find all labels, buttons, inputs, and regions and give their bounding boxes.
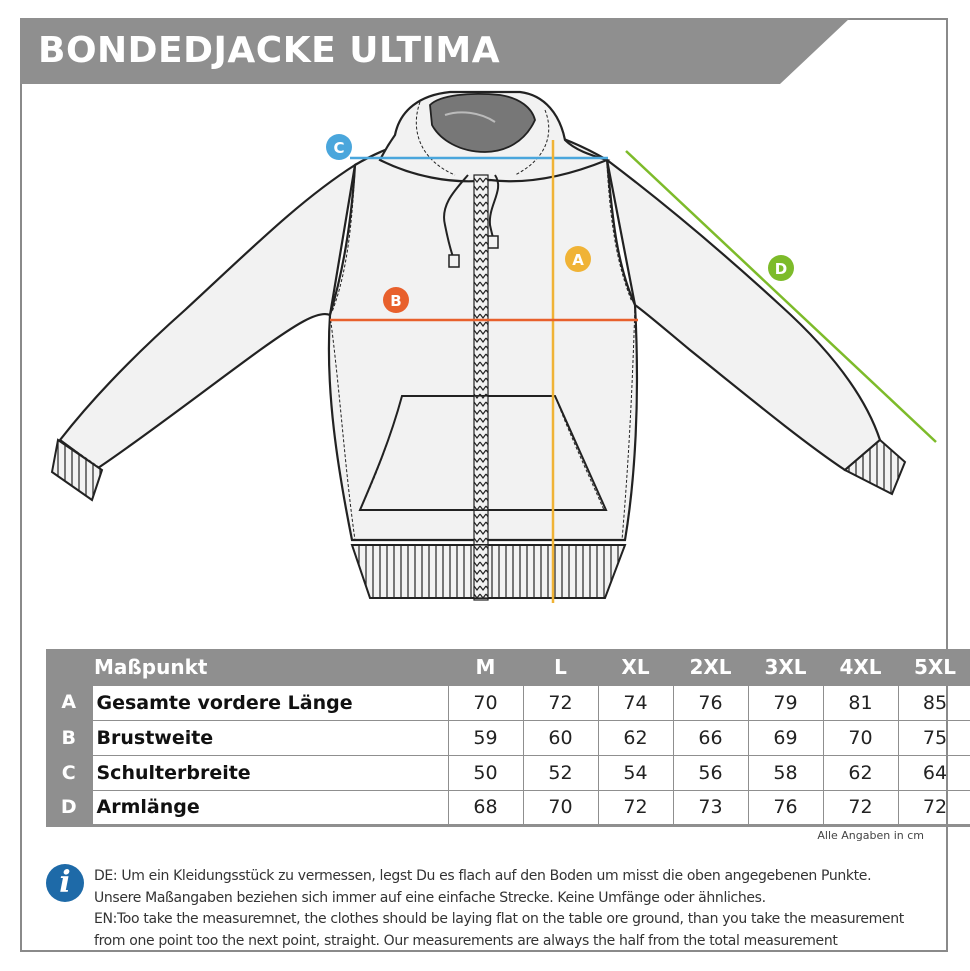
table-cell: 72 (897, 789, 970, 827)
table-cell: 81 (822, 684, 899, 721)
title-banner: BONDEDJACKE ULTIMA (20, 18, 850, 84)
table-cell: 76 (672, 684, 749, 721)
row-name: Schulterbreite (91, 754, 449, 791)
table-cell: 54 (597, 754, 674, 791)
instruction-line: EN:Too take the measuremnet, the clothes… (94, 911, 904, 927)
table-cell: 62 (822, 754, 899, 791)
table-cell: 50 (447, 754, 524, 791)
row-name: Armlänge (91, 789, 449, 827)
table-cell: 72 (597, 789, 674, 827)
table-cell: 52 (522, 754, 599, 791)
header-measure-point: Maßpunkt (46, 649, 448, 685)
table-cell: 62 (597, 719, 674, 756)
measure-marker-c: C (326, 134, 352, 160)
table-cell: 74 (597, 684, 674, 721)
table-cell: 68 (447, 789, 524, 827)
instruction-line: from one point too the next point, strai… (94, 932, 838, 949)
table-cell: 73 (672, 789, 749, 827)
header-size: 3XL (748, 649, 823, 685)
drawstring-left (443, 174, 469, 263)
header-size: L (523, 649, 598, 685)
table-cell: 59 (447, 719, 524, 756)
right-sleeve (605, 157, 882, 472)
right-cuff (843, 438, 907, 496)
table-cell: 60 (522, 719, 599, 756)
left-sleeve (58, 162, 357, 470)
row-name: Brustweite (91, 719, 449, 756)
table-cell: 64 (897, 754, 970, 791)
table-cell: 70 (447, 684, 524, 721)
table-cell: 75 (897, 719, 970, 756)
hood-lining (429, 92, 536, 153)
header-size: XL (598, 649, 673, 685)
table-row: D Armlänge 68 70 72 73 76 72 72 (46, 789, 970, 827)
title-banner-shape (20, 18, 850, 84)
header-size: 2XL (673, 649, 748, 685)
table-cell: 72 (522, 684, 599, 721)
svg-text:C: C (333, 139, 344, 157)
table-cell: 58 (747, 754, 824, 791)
row-letter: B (46, 720, 92, 756)
table-cell: 66 (672, 719, 749, 756)
measure-marker-d: D (768, 255, 794, 281)
page-title: BONDEDJACKE ULTIMA (38, 30, 501, 71)
header-size: 5XL (898, 649, 970, 685)
svg-text:A: A (572, 251, 584, 269)
svg-text:B: B (390, 292, 401, 310)
jacket-illustration: C A B D (50, 90, 937, 603)
instruction-line: Unsere Maßangaben beziehen sich immer au… (94, 889, 766, 906)
instruction-line: DE: Um ein Kleidungsstück zu vermessen, … (94, 868, 872, 884)
measure-marker-a: A (565, 246, 591, 272)
table-cell: 70 (522, 789, 599, 827)
unit-note: Alle Angaben in cm (817, 829, 924, 842)
info-icon: i (46, 864, 84, 902)
table-cell: 70 (822, 719, 899, 756)
row-letter: D (46, 790, 92, 827)
measurement-instructions: DE: Um ein Kleidungsstück zu vermessen, … (94, 866, 934, 952)
table-row: A Gesamte vordere Länge 70 72 74 76 79 8… (46, 684, 970, 721)
zipper (473, 174, 489, 601)
table-cell: 79 (747, 684, 824, 721)
table-cell: 56 (672, 754, 749, 791)
table-cell: 76 (747, 789, 824, 827)
row-letter: C (46, 755, 92, 791)
table-cell: 69 (747, 719, 824, 756)
table-cell: 85 (897, 684, 970, 721)
left-cuff (50, 438, 104, 502)
table-row: C Schulterbreite 50 52 54 56 58 62 64 (46, 754, 970, 791)
row-name: Gesamte vordere Länge (91, 684, 449, 721)
header-size: M (448, 649, 523, 685)
row-letter: A (46, 685, 92, 721)
size-table: Maßpunkt M L XL 2XL 3XL 4XL 5XL A Gesamt… (46, 649, 970, 827)
table-cell: 72 (822, 789, 899, 827)
header-size: 4XL (823, 649, 898, 685)
table-header-row: Maßpunkt M L XL 2XL 3XL 4XL 5XL (46, 649, 970, 685)
table-row: B Brustweite 59 60 62 66 69 70 75 (46, 719, 970, 756)
measure-line-d (625, 150, 937, 443)
measure-marker-b: B (383, 287, 409, 313)
svg-text:D: D (775, 260, 787, 278)
